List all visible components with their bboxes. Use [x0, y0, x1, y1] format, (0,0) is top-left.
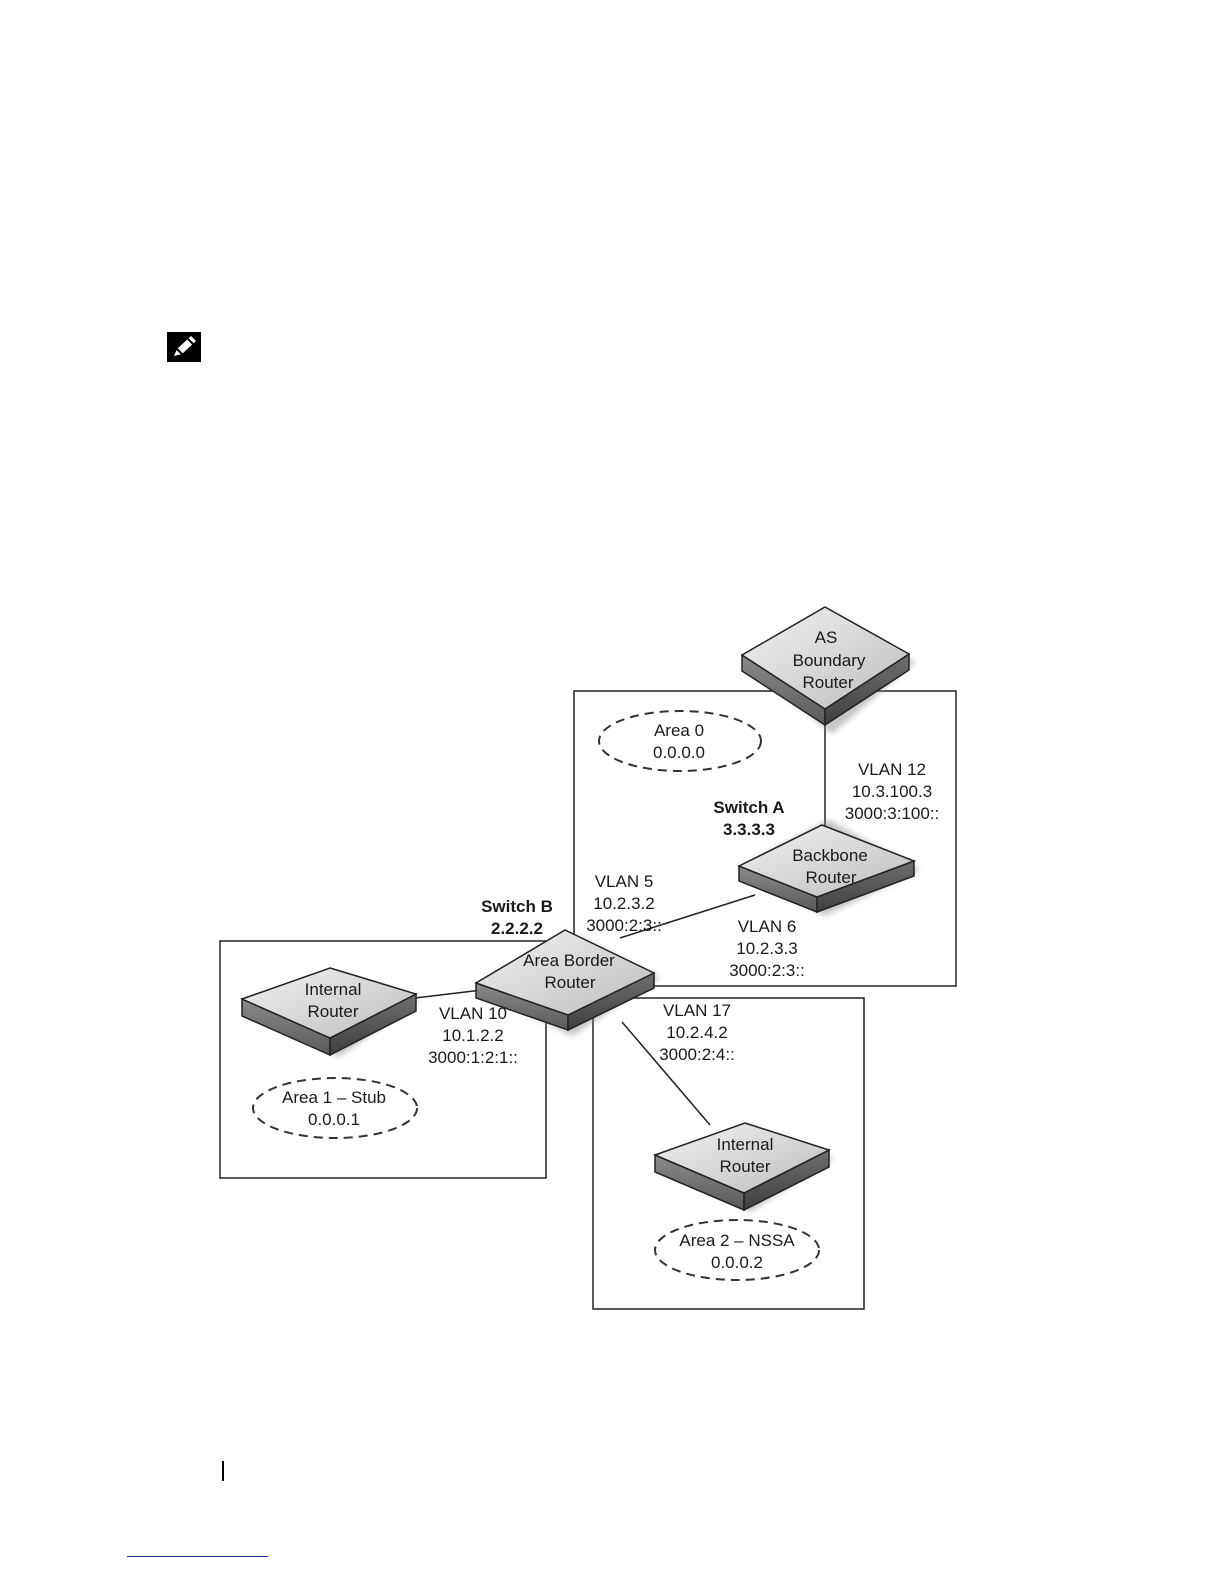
- internal-area2-line1: Internal: [717, 1135, 774, 1154]
- vlan5-ipv4: 10.2.3.2: [593, 894, 654, 913]
- vlan6-ipv4: 10.2.3.3: [736, 939, 797, 958]
- backbone-line1: Backbone: [792, 846, 868, 865]
- link-vlan10: [414, 989, 483, 999]
- area1-name: Area 1 – Stub: [282, 1088, 386, 1107]
- vlan10-ipv6: 3000:1:2:1::: [428, 1048, 518, 1067]
- switch-a-id: 3.3.3.3: [723, 820, 775, 839]
- area-border-line2: Router: [544, 973, 595, 992]
- switch-b-id: 2.2.2.2: [491, 919, 543, 938]
- internal-router-area1: Internal Router: [239, 967, 420, 1057]
- vlan12-ipv4: 10.3.100.3: [852, 782, 932, 801]
- backbone-line2: Router: [805, 868, 856, 887]
- as-boundary-router: AS Boundary Router: [740, 606, 915, 734]
- internal-router-area2: Internal Router: [652, 1122, 834, 1212]
- switch-a-name: Switch A: [713, 798, 784, 817]
- vlan6-name: VLAN 6: [738, 917, 797, 936]
- area2-id: 0.0.0.2: [711, 1253, 763, 1272]
- vlan5-name: VLAN 5: [595, 872, 654, 891]
- as-boundary-line2: Boundary: [793, 651, 866, 670]
- internal-area1-line1: Internal: [305, 980, 362, 999]
- vlan10-ipv4: 10.1.2.2: [442, 1026, 503, 1045]
- link-vlan5-6: [619, 894, 756, 939]
- area1-ellipse: [252, 1077, 418, 1139]
- area0-box: [573, 690, 957, 987]
- bottom-link-underline[interactable]: [127, 1556, 268, 1557]
- area0-name: Area 0: [654, 721, 704, 740]
- area2-box: [592, 997, 865, 1310]
- vlan17-name: VLAN 17: [663, 1001, 731, 1020]
- link-vlan17: [621, 1021, 711, 1126]
- footer-rule: [222, 1461, 224, 1481]
- backbone-router: Backbone Router: [737, 820, 920, 916]
- area2-name: Area 2 – NSSA: [679, 1231, 795, 1250]
- area1-id: 0.0.0.1: [308, 1110, 360, 1129]
- vlan12-ipv6: 3000:3:100::: [845, 804, 940, 823]
- pencil-note-icon: [167, 332, 201, 362]
- vlan5-ipv6: 3000:2:3::: [586, 916, 662, 935]
- as-boundary-line1: AS: [815, 628, 838, 647]
- vlan6-ipv6: 3000:2:3::: [729, 961, 805, 980]
- note-icon: [166, 331, 202, 363]
- area2-ellipse: [654, 1219, 820, 1281]
- vlan17-ipv4: 10.2.4.2: [666, 1023, 727, 1042]
- vlan17-ipv6: 3000:2:4::: [659, 1045, 735, 1064]
- area0-ellipse: [598, 710, 762, 772]
- as-boundary-line3: Router: [802, 673, 853, 692]
- internal-area2-line2: Router: [719, 1157, 770, 1176]
- area-border-router: Area Border Router: [474, 929, 660, 1036]
- area0-id: 0.0.0.0: [653, 743, 705, 762]
- switch-b-name: Switch B: [481, 897, 553, 916]
- internal-area1-line2: Router: [307, 1002, 358, 1021]
- vlan12-name: VLAN 12: [858, 760, 926, 779]
- area-border-line1: Area Border: [523, 951, 615, 970]
- area1-box: [219, 940, 547, 1179]
- vlan10-name: VLAN 10: [439, 1004, 507, 1023]
